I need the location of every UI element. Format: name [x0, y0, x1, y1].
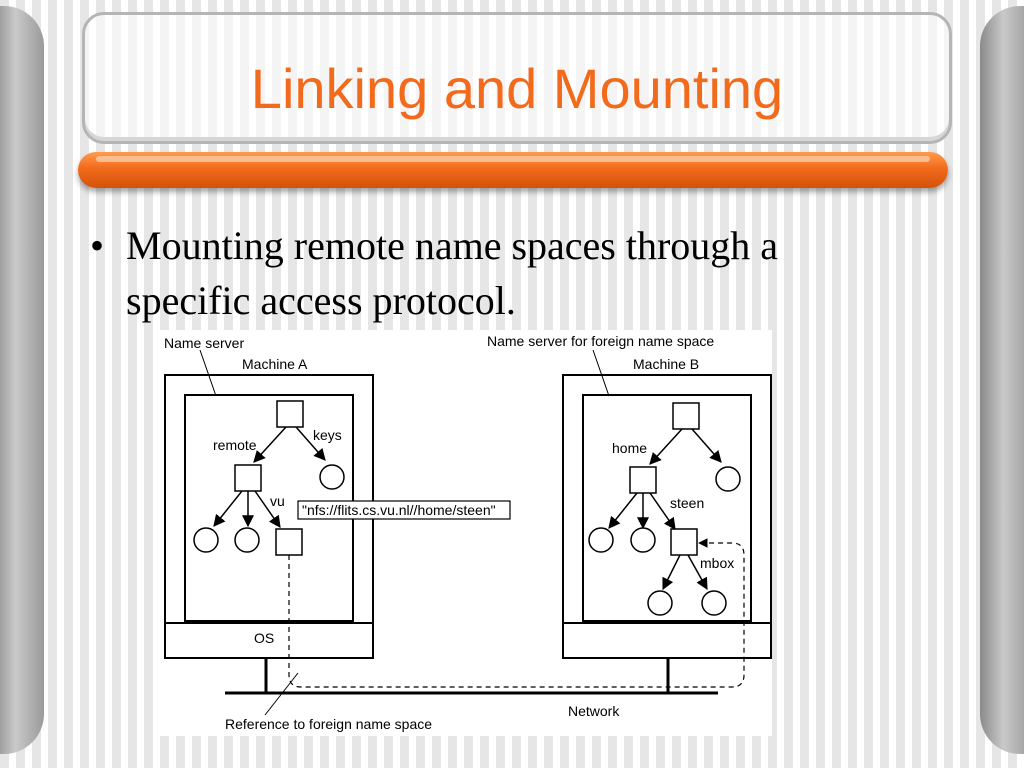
mounting-diagram: Name server Name server for foreign name… — [158, 330, 772, 736]
bullet-item: Mounting remote name spaces through a sp… — [126, 223, 779, 323]
edge-mbox-leaf-1 — [662, 554, 681, 591]
mbox-leaf-2 — [701, 590, 727, 616]
bullet-icon: • — [90, 223, 105, 268]
diagram-canvas: Name server Name server for foreign name… — [164, 333, 772, 732]
root-node-a — [276, 400, 304, 428]
leaf-node-b-2 — [630, 527, 656, 553]
machine-b-namespace — [582, 394, 752, 622]
root-node-b — [672, 402, 700, 430]
home-node — [629, 466, 657, 494]
edge-remote-leaf-1 — [213, 490, 243, 527]
home-label: home — [612, 440, 647, 456]
remote-node — [234, 464, 262, 492]
vu-node — [275, 528, 303, 556]
edge-home-leaf-1 — [608, 492, 638, 529]
keys-label: keys — [313, 427, 342, 443]
foreign-server-leader — [592, 349, 610, 397]
left-decor-bar — [0, 6, 44, 754]
vu-label: vu — [270, 493, 285, 509]
remote-label: remote — [213, 437, 257, 453]
leaf-node-b-1 — [588, 527, 614, 553]
edge-vu — [254, 490, 281, 528]
mount-reference-path — [288, 538, 745, 688]
os-label: OS — [254, 630, 274, 646]
leaf-node-a-2 — [234, 527, 260, 553]
edge-remote — [253, 426, 287, 463]
name-server-label: Name server — [164, 335, 244, 351]
edge-steen — [649, 492, 676, 530]
network-label: Network — [568, 703, 620, 719]
steen-node — [670, 528, 698, 556]
edge-b-leaf — [691, 428, 722, 463]
foreign-server-label: Name server for foreign name space — [487, 333, 714, 349]
leaf-node-a-1 — [193, 527, 219, 553]
edge-mbox-leaf-2 — [687, 554, 708, 591]
nfs-path-label: "nfs://flits.cs.vu.nl//home/steen" — [302, 502, 496, 518]
edge-home — [649, 428, 683, 465]
reference-label: Reference to foreign name space — [225, 716, 432, 732]
slide-title: Linking and Mounting — [250, 57, 784, 120]
accent-bar — [78, 152, 948, 188]
leaf-node-b-top — [715, 466, 741, 492]
name-server-leader — [199, 349, 217, 397]
reference-leader — [264, 672, 299, 716]
nfs-path-box — [297, 500, 511, 520]
mbox-label: mbox — [700, 555, 734, 571]
steen-label: steen — [670, 495, 704, 511]
edge-keys — [295, 426, 326, 461]
title-frame: Linking and Mounting — [82, 12, 952, 144]
machine-b-label: Machine B — [633, 356, 699, 372]
right-decor-bar — [980, 6, 1024, 754]
mbox-leaf-1 — [647, 590, 673, 616]
keys-node — [319, 464, 345, 490]
machine-a-label: Machine A — [242, 356, 308, 372]
